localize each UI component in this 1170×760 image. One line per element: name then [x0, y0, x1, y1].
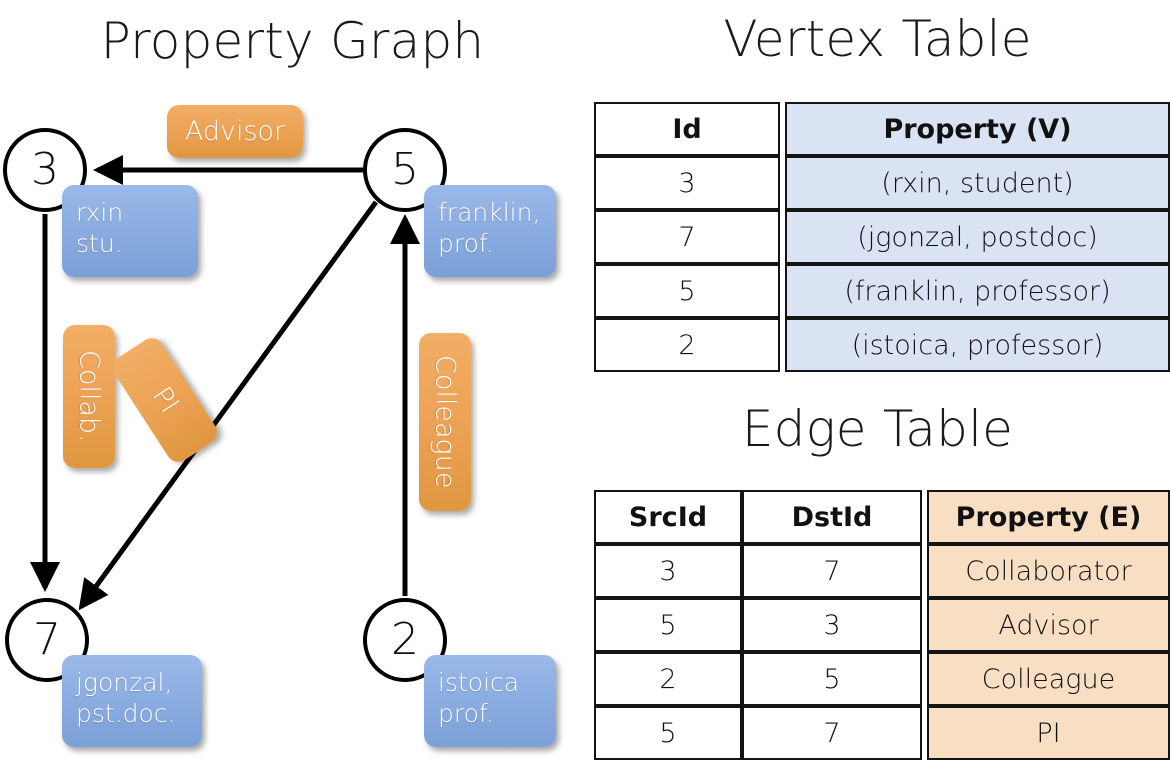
vertex-cell-property: (franklin, professor)	[785, 264, 1170, 318]
node-property-line2: stu.	[76, 229, 123, 258]
node-property-line2: prof.	[438, 699, 494, 728]
node-property-line2: pst.doc.	[76, 699, 176, 728]
table-row[interactable]: 3 7 Collaborator	[594, 544, 1170, 598]
node-property-box-7[interactable]: jgonzal, pst.doc.	[62, 655, 202, 747]
node-property-line1: rxin	[76, 198, 124, 227]
edge-cell-srcid: 2	[594, 652, 742, 706]
node-property-box-3[interactable]: rxin stu.	[62, 185, 198, 277]
node-property-box-5[interactable]: franklin, prof.	[424, 185, 556, 277]
edge-cell-srcid: 3	[594, 544, 742, 598]
edge-label-collab-text: Collab.	[73, 350, 105, 443]
edge-cell-dstid: 5	[742, 652, 922, 706]
node-property-line1: jgonzal,	[76, 668, 173, 697]
edge-cell-dstid: 7	[742, 544, 922, 598]
table-row[interactable]: 2 (istoica, professor)	[594, 318, 1170, 372]
page-title-edge-table: Edge Table	[741, 400, 1014, 458]
edge-header-srcid: SrcId	[594, 490, 742, 544]
page-title-property-graph: Property Graph	[100, 12, 485, 70]
table-row[interactable]: 5 7 PI	[594, 706, 1170, 760]
table-row[interactable]: 5 (franklin, professor)	[594, 264, 1170, 318]
edge-label-collab[interactable]: Collab.	[63, 325, 115, 468]
edge-header-property: Property (E)	[927, 490, 1170, 544]
vertex-cell-id: 2	[594, 318, 780, 372]
edge-label-advisor-text: Advisor	[184, 116, 286, 147]
table-row[interactable]: 2 5 Colleague	[594, 652, 1170, 706]
table-header-row: Id Property (V)	[594, 102, 1170, 156]
vertex-cell-id: 7	[594, 210, 780, 264]
table-row[interactable]: 5 3 Advisor	[594, 598, 1170, 652]
vertex-cell-property: (jgonzal, postdoc)	[785, 210, 1170, 264]
graph-node-2[interactable]: 2	[363, 598, 447, 682]
table-row[interactable]: 3 (rxin, student)	[594, 156, 1170, 210]
edge-cell-srcid: 5	[594, 598, 742, 652]
node-property-line2: prof.	[438, 229, 494, 258]
edge-arrow-5-to-7	[78, 200, 379, 611]
vertex-header-property: Property (V)	[785, 102, 1170, 156]
edge-label-pi-text: PI	[145, 381, 185, 419]
edge-cell-dstid: 7	[742, 706, 922, 760]
table-row[interactable]: 7 (jgonzal, postdoc)	[594, 210, 1170, 264]
vertex-cell-id: 5	[594, 264, 780, 318]
edge-cell-dstid: 3	[742, 598, 922, 652]
vertex-header-id: Id	[594, 102, 780, 156]
edge-label-advisor[interactable]: Advisor	[167, 105, 303, 158]
vertex-cell-id: 3	[594, 156, 780, 210]
edge-cell-property: Advisor	[927, 598, 1170, 652]
node-property-line1: franklin,	[438, 198, 541, 227]
table-header-row: SrcId DstId Property (E)	[594, 490, 1170, 544]
page-title-vertex-table: Vertex Table	[723, 10, 1032, 68]
node-property-box-2[interactable]: istoica prof.	[424, 655, 556, 747]
graph-edges-layer	[30, 155, 420, 611]
edge-cell-property: Collaborator	[927, 544, 1170, 598]
vertex-cell-property: (rxin, student)	[785, 156, 1170, 210]
edge-label-colleague[interactable]: Colleague	[419, 333, 471, 511]
edge-cell-property: PI	[927, 706, 1170, 760]
edge-label-colleague-text: Colleague	[429, 355, 461, 489]
graph-node-5[interactable]: 5	[363, 128, 447, 212]
vertex-table: Id Property (V) 3 (rxin, student) 7 (jgo…	[594, 102, 1170, 372]
vertex-cell-property: (istoica, professor)	[785, 318, 1170, 372]
edge-cell-srcid: 5	[594, 706, 742, 760]
edge-table: SrcId DstId Property (E) 3 7 Collaborato…	[594, 490, 1170, 760]
edge-header-dstid: DstId	[742, 490, 922, 544]
node-property-line1: istoica	[438, 668, 520, 697]
edge-cell-property: Colleague	[927, 652, 1170, 706]
